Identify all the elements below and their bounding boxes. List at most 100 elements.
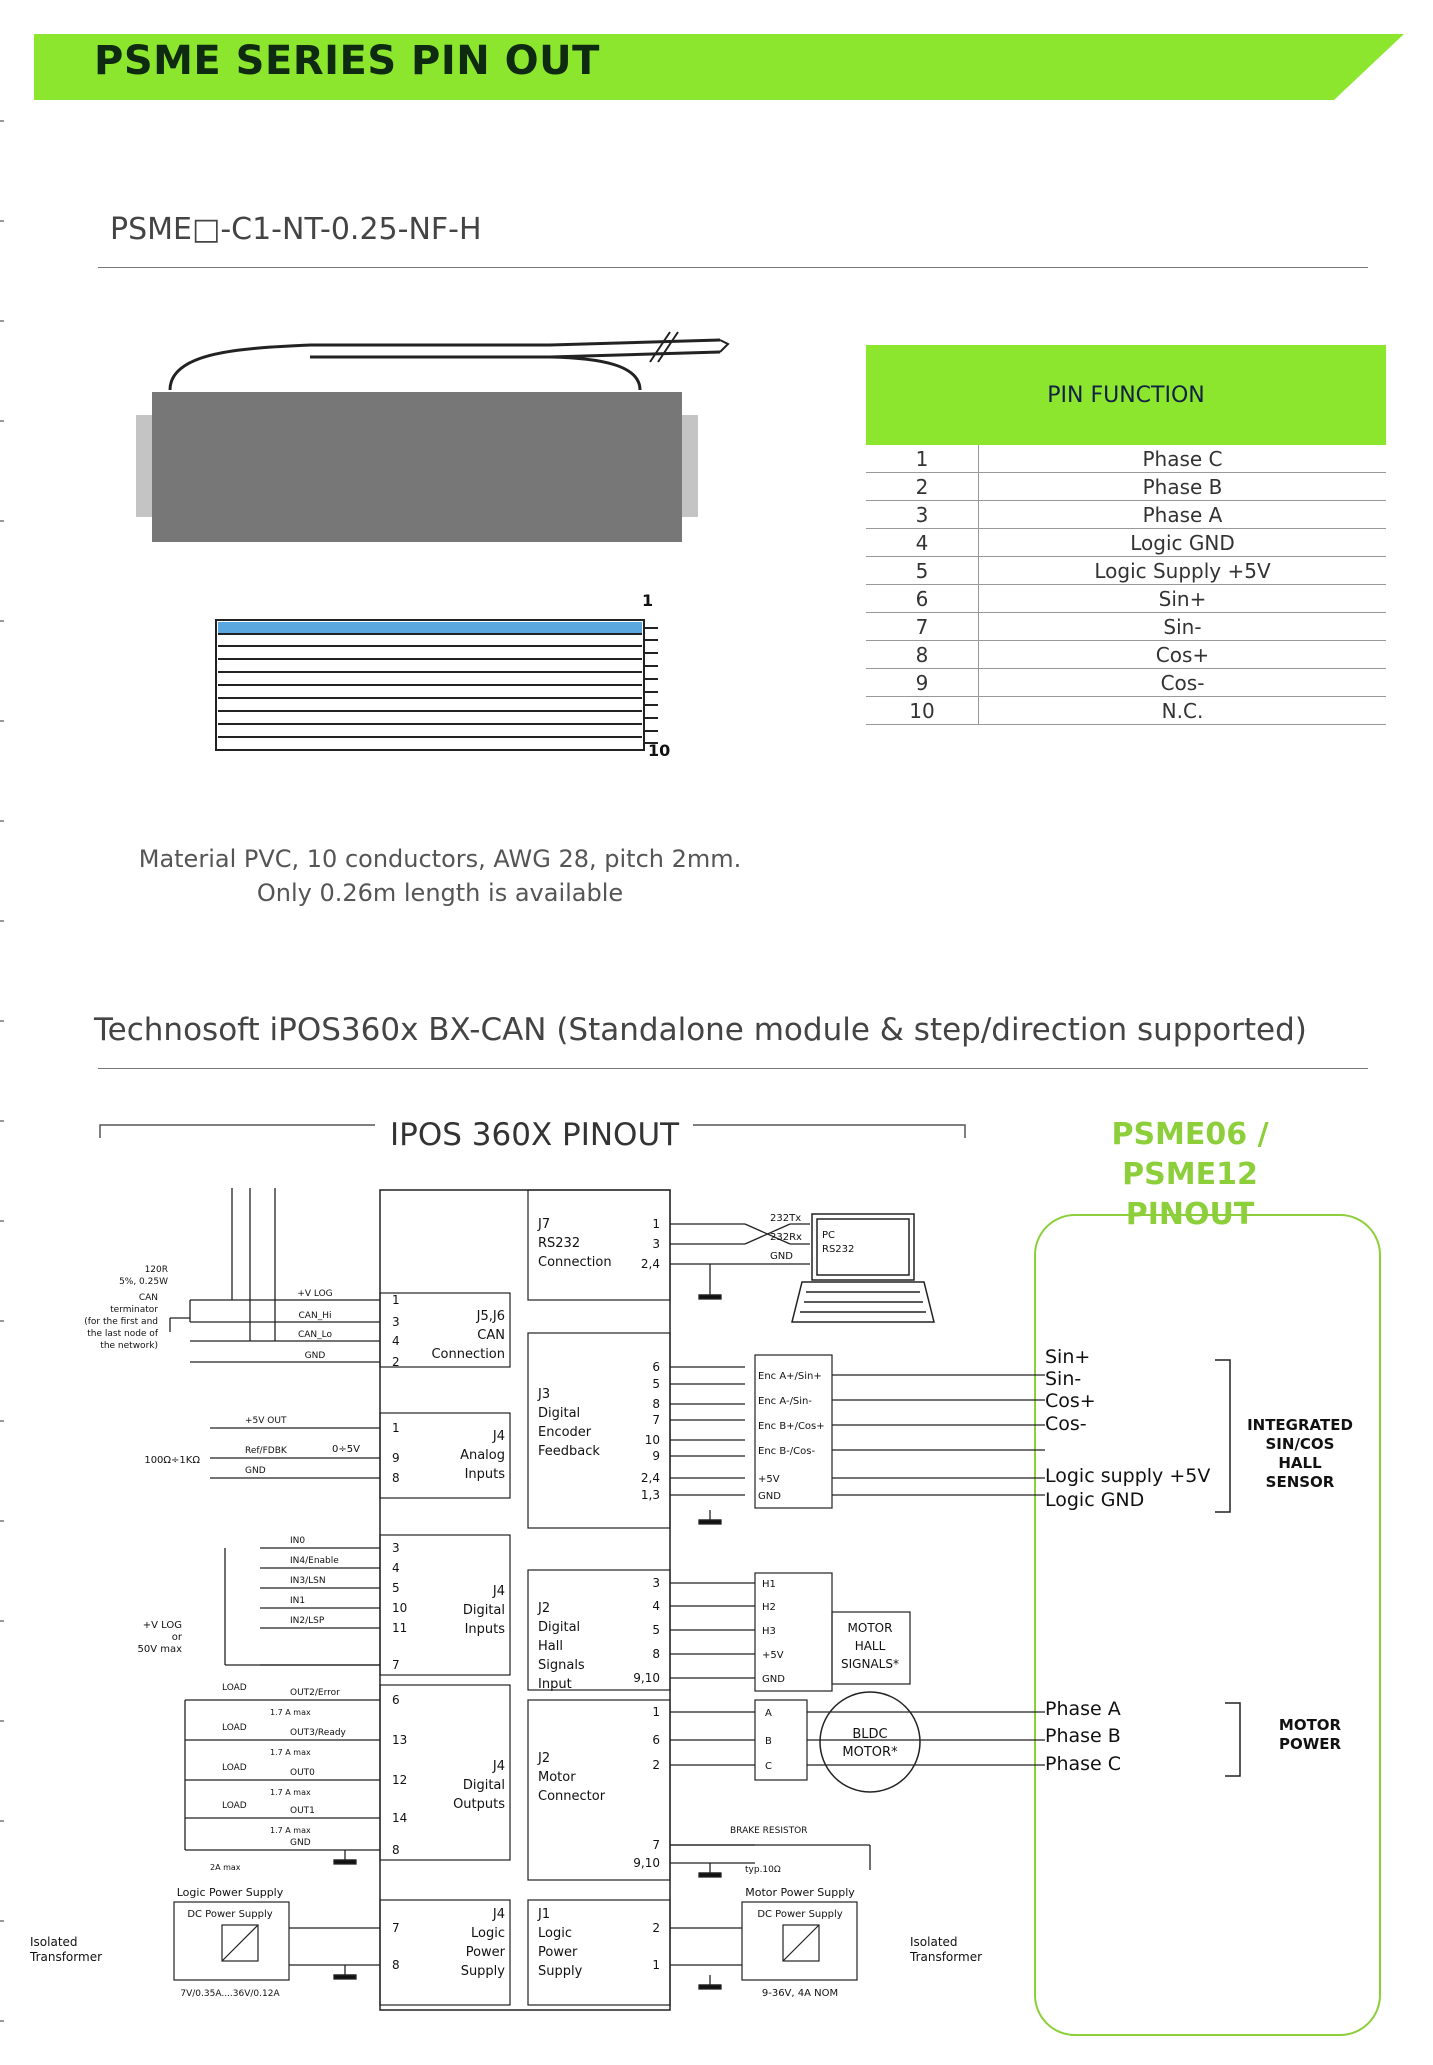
logic-supply-label: Supply xyxy=(461,1964,506,1979)
pin-number: 4 xyxy=(392,1334,400,1348)
resistor-label: 5%, 0.25W xyxy=(119,1277,168,1287)
rating-label: 7V/0.35A....36V/0.12A xyxy=(180,1989,280,1999)
signal-label: OUT1 xyxy=(290,1806,315,1816)
pin-number: 7 xyxy=(866,612,979,641)
pc-label: PC xyxy=(822,1230,835,1241)
transformer-label: Isolated xyxy=(910,1935,958,1949)
pin-number: 13 xyxy=(392,1733,407,1747)
can-label: CAN xyxy=(477,1328,505,1343)
digital-outputs-label: Outputs xyxy=(453,1797,505,1812)
digital-inputs-label: J4 xyxy=(492,1584,505,1599)
supply-label: +V LOG xyxy=(143,1620,182,1631)
signal-label: +V LOG xyxy=(297,1289,332,1299)
pin-number: 2 xyxy=(652,1921,660,1935)
digital-inputs-label: Inputs xyxy=(465,1622,506,1637)
pin-function: N.C. xyxy=(978,696,1386,725)
psme-signal: Phase B xyxy=(1045,1725,1121,1747)
pin-number: 6 xyxy=(392,1693,400,1707)
pin-number: 4 xyxy=(652,1599,660,1613)
bldc-motor-icon xyxy=(819,1691,921,1793)
pin-number: 2,4 xyxy=(641,1257,660,1271)
pin-number: 11 xyxy=(392,1621,407,1635)
can-label: Connection xyxy=(431,1347,505,1362)
pin-number: 7 xyxy=(392,1658,400,1672)
ground-icon xyxy=(333,1974,357,1980)
j7-label: J7 xyxy=(537,1217,550,1232)
load-label: LOAD xyxy=(222,1683,247,1693)
signal-label: Enc B+/Cos+ xyxy=(758,1421,825,1432)
transformer-label: Isolated xyxy=(30,1935,78,1949)
can-label: J5,J6 xyxy=(476,1309,505,1324)
ground-icon xyxy=(698,1984,722,1990)
pin-number: 10 xyxy=(645,1433,660,1447)
j1-label: Supply xyxy=(538,1964,583,1979)
j3-label: Encoder xyxy=(538,1425,592,1440)
brake-value-label: typ.10Ω xyxy=(745,1865,781,1875)
page-title: PSME SERIES PIN OUT xyxy=(94,38,600,84)
cable-drawing: 1 10 xyxy=(136,331,730,760)
signal-label: IN2/LSP xyxy=(290,1616,325,1626)
load-label: LOAD xyxy=(222,1801,247,1811)
current-label: 1.7 A max xyxy=(270,1748,311,1757)
pin-function: Logic GND xyxy=(978,528,1386,557)
pin-number: 3 xyxy=(866,500,979,529)
analog-label: Inputs xyxy=(465,1467,506,1482)
j2-hall-label: Signals xyxy=(538,1658,585,1673)
pin-number: 3 xyxy=(392,1541,400,1555)
pc-laptop-icon xyxy=(791,1213,935,1323)
psme-pinout-header: PSME06 / PSME12 PINOUT xyxy=(1040,1115,1340,1235)
logic-supply-label: J4 xyxy=(492,1907,505,1922)
pin-number: 2 xyxy=(866,472,979,501)
can-terminator-label: the last node of xyxy=(87,1329,159,1339)
psme-signal: Logic supply +5V xyxy=(1045,1465,1210,1487)
psme-signal: Sin- xyxy=(1045,1368,1081,1390)
j1-label: J1 xyxy=(537,1907,550,1922)
pin-number: 1 xyxy=(652,1705,660,1719)
signal-label: +5V xyxy=(758,1474,780,1485)
logic-supply-label: Power xyxy=(466,1945,506,1960)
pin-number: 1 xyxy=(652,1217,660,1231)
j2-hall-label: Digital xyxy=(538,1620,580,1635)
supply-box-label: DC Power Supply xyxy=(187,1909,272,1920)
load-label: LOAD xyxy=(222,1763,247,1773)
j2-hall-label: J2 xyxy=(537,1601,550,1616)
signal-label: 232Tx xyxy=(770,1213,801,1224)
j2-hall-label: Input xyxy=(538,1677,572,1692)
material-line: Only 0.26m length is available xyxy=(256,879,624,907)
ribbon-cable: 1 10 xyxy=(215,591,670,760)
ground-icon xyxy=(698,1519,722,1525)
pin-function: Phase A xyxy=(978,500,1386,529)
analog-label: J4 xyxy=(492,1429,505,1444)
pin-number: 7 xyxy=(652,1413,660,1427)
pin-number: 9,10 xyxy=(633,1671,660,1685)
motor-group-label: POWER xyxy=(1279,1735,1342,1753)
section-divider xyxy=(98,267,1368,268)
can-terminator-label: terminator xyxy=(110,1305,158,1315)
pin-number: 14 xyxy=(392,1811,407,1825)
pin-number: 10 xyxy=(866,696,979,725)
logic-supply-label: Logic xyxy=(471,1926,505,1941)
psme-signal: Logic GND xyxy=(1045,1489,1144,1511)
pin-number: 10 xyxy=(392,1601,407,1615)
pin-number: 1 xyxy=(652,1958,660,1972)
signal-label: GND xyxy=(762,1674,785,1685)
pin-number: 2 xyxy=(392,1355,400,1369)
pin-number: 5 xyxy=(866,556,979,585)
signal-label: IN3/LSN xyxy=(290,1576,326,1586)
pin-number: 8 xyxy=(652,1397,660,1411)
pin-number: 3 xyxy=(392,1315,400,1329)
supply-title: Logic Power Supply xyxy=(177,1886,284,1899)
signal-label: +5V xyxy=(762,1650,784,1661)
load-label: LOAD xyxy=(222,1723,247,1733)
pin-number: 3 xyxy=(652,1237,660,1251)
hall-box-label: MOTOR xyxy=(848,1621,893,1635)
rating-label: 9-36V, 4A NOM xyxy=(762,1988,838,1999)
j2-motor-label: Motor xyxy=(538,1770,576,1785)
psme-signal: Phase A xyxy=(1045,1698,1121,1720)
can-terminator-label: the network) xyxy=(100,1341,158,1351)
signal-label: CAN_Lo xyxy=(298,1330,333,1340)
psme-signal: Sin+ xyxy=(1045,1346,1090,1368)
